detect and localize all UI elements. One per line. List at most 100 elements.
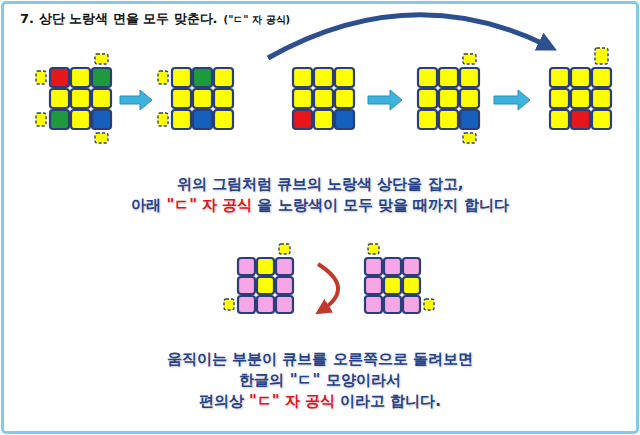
formula-name: "ㄷ" 자 공식 (249, 392, 335, 411)
cube-sticker (276, 296, 293, 313)
instruction-text: 움직이는 부분이 큐브를 오른쪽으로 돌려보면 (167, 350, 473, 369)
cube-sticker (172, 68, 191, 87)
cube-sticker (172, 89, 191, 108)
cube-sticker (460, 89, 479, 108)
instruction-text: 위의 그림처럼 큐브의 노랑색 상단을 잡고, (177, 175, 464, 194)
cube-sticker (172, 110, 191, 129)
cube-step-5 (550, 48, 611, 129)
cube-sticker (257, 296, 274, 313)
side-sticker (36, 71, 46, 84)
cube-sticker (571, 110, 590, 129)
cube-sticker (50, 110, 69, 129)
cube-sticker (293, 89, 312, 108)
cube-sticker (193, 110, 212, 129)
cube-sticker (71, 89, 90, 108)
cube-sticker (71, 110, 90, 129)
cube-sticker (50, 68, 69, 87)
side-sticker (463, 133, 476, 143)
cube-sticker (335, 68, 354, 87)
cube-step-3 (293, 68, 354, 129)
cube-sticker (571, 89, 590, 108)
cube-sticker (238, 296, 255, 313)
text-line: 위의 그림처럼 큐브의 노랑색 상단을 잡고, (0, 175, 640, 194)
cube-sticker (460, 68, 479, 87)
cube-sticker (365, 277, 382, 294)
side-sticker (463, 54, 476, 64)
cube-sticker (365, 296, 382, 313)
text-line: 한글의 "ㄷ" 모양이라서 (0, 371, 640, 390)
cube-sticker (238, 258, 255, 275)
move-shape-before (224, 244, 293, 313)
cube-sticker (403, 277, 420, 294)
side-sticker (158, 113, 168, 126)
cube-sticker (335, 89, 354, 108)
cube-sticker (276, 258, 293, 275)
cube-sticker (276, 277, 293, 294)
side-sticker (95, 133, 108, 143)
cube-sticker (193, 89, 212, 108)
cube-sticker (439, 89, 458, 108)
side-sticker (36, 113, 46, 126)
cube-sticker (193, 68, 212, 87)
jump-arrow (268, 15, 548, 58)
instruction-text: 한글의 "ㄷ" 모양이라서 (239, 371, 400, 390)
cube-sticker (214, 89, 233, 108)
cube-sticker (550, 89, 569, 108)
formula-name: "ㄷ" 자 공식 (166, 196, 252, 215)
cube-sticker (92, 110, 111, 129)
instruction-text: 아래 (131, 196, 161, 215)
cube-sticker (550, 68, 569, 87)
cube-sticker (293, 110, 312, 129)
text-line: 편의상"ㄷ" 자 공식이라고 합니다. (0, 392, 640, 411)
cube-sticker (92, 89, 111, 108)
move-shape-after (365, 244, 434, 313)
cube-sticker (238, 277, 255, 294)
step-arrow (494, 90, 530, 110)
side-sticker (368, 244, 379, 254)
cube-sticker (71, 68, 90, 87)
cube-sticker (214, 68, 233, 87)
text-line: 아래 "ㄷ" 자 공식 을 노랑색이 모두 맞을 때까지 합니다 (0, 196, 640, 215)
cube-sticker (439, 68, 458, 87)
instruction-text: 이라고 합니다. (340, 392, 441, 411)
cube-sticker (257, 258, 274, 275)
side-sticker (95, 54, 108, 64)
cube-sticker (403, 258, 420, 275)
step-arrow (120, 90, 152, 110)
side-sticker (424, 299, 434, 310)
cube-step-2 (158, 68, 233, 129)
side-sticker (279, 244, 290, 254)
cube-sticker (460, 110, 479, 129)
text-line: 움직이는 부분이 큐브를 오른쪽으로 돌려보면 (0, 350, 640, 369)
cube-sticker (335, 110, 354, 129)
cube-sticker (418, 68, 437, 87)
title-row: 7. 상단 노랑색 면을 모두 맞춘다. ("ㄷ" 자 공식) (20, 10, 290, 28)
cube-sticker (50, 89, 69, 108)
cube-step-4 (418, 54, 479, 143)
cube-sticker (314, 110, 333, 129)
cube-step-1 (36, 54, 111, 143)
instruction-text: 을 노랑색이 모두 맞을 때까지 합니다 (257, 196, 508, 215)
cube-sticker (214, 110, 233, 129)
cube-sticker (384, 258, 401, 275)
cube-sticker (384, 277, 401, 294)
cube-sticker (403, 296, 420, 313)
cube-sticker (592, 89, 611, 108)
cube-sticker (571, 68, 590, 87)
title-note: ("ㄷ" 자 공식) (224, 13, 291, 27)
cube-sticker (418, 89, 437, 108)
cube-sticker (293, 68, 312, 87)
side-sticker (224, 299, 234, 310)
cube-sticker (439, 110, 458, 129)
cube-sticker (384, 296, 401, 313)
cube-sticker (592, 110, 611, 129)
cube-sticker (314, 89, 333, 108)
cube-sticker (592, 68, 611, 87)
title: 7. 상단 노랑색 면을 모두 맞춘다. (20, 10, 218, 28)
cube-sticker (550, 110, 569, 129)
cube-sticker (314, 68, 333, 87)
cube-sticker (418, 110, 437, 129)
